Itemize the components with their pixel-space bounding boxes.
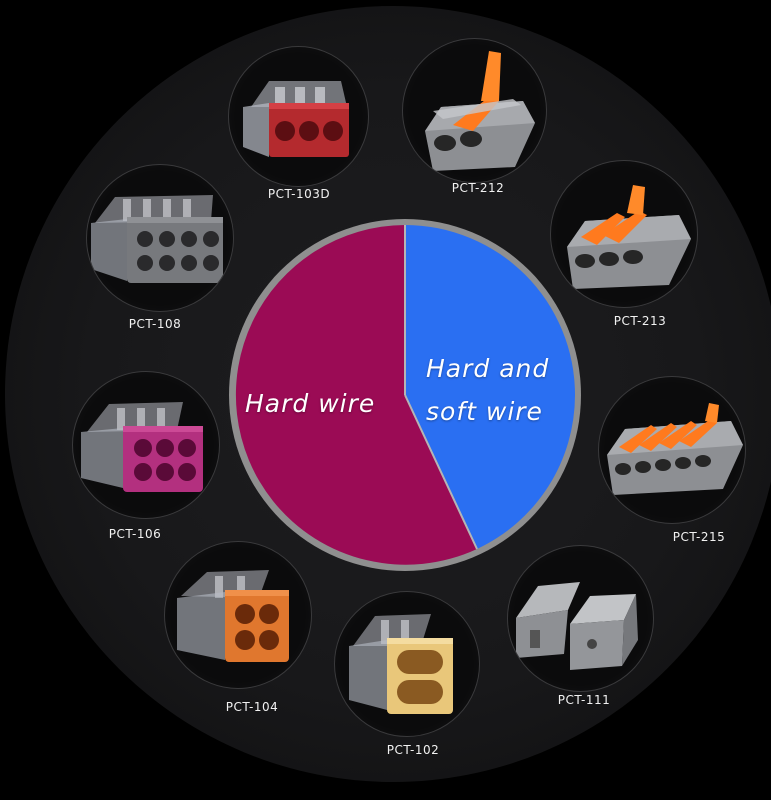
label-pct-102: PCT-102	[386, 743, 440, 757]
product-pct-212	[402, 38, 547, 183]
pie-slice-hard-and-soft-wire	[405, 225, 575, 549]
label-pct-213: PCT-213	[613, 314, 667, 328]
label-pct-104: PCT-104	[225, 700, 279, 714]
lever-connector-5-port-icon	[607, 403, 743, 495]
wire-type-pie: Hard wire Hard and soft wire	[225, 215, 585, 575]
pie-divider-bottom	[404, 394, 478, 550]
pie-label-hard-and-soft-line2: soft wire	[426, 397, 543, 426]
product-pct-103d	[228, 46, 369, 187]
pie-graphic	[229, 219, 581, 571]
label-pct-212: PCT-212	[451, 181, 505, 195]
lever-connector-2-port-icon	[425, 51, 535, 171]
pie-slice-hard-wire	[235, 225, 477, 565]
pie-label-hard-and-soft-line1: Hard and	[426, 354, 550, 383]
product-pct-106	[72, 371, 220, 519]
label-pct-106: PCT-106	[108, 527, 162, 541]
label-pct-108: PCT-108	[128, 317, 182, 331]
product-pct-108	[86, 164, 234, 312]
gray-push-in-connector-8-port-icon	[91, 195, 223, 283]
magenta-push-in-connector-icon	[81, 402, 203, 492]
lever-connector-3-port-icon	[567, 185, 691, 289]
product-pct-102	[334, 591, 480, 737]
label-pct-215: PCT-215	[672, 530, 726, 544]
red-push-in-connector-icon	[243, 81, 349, 157]
label-pct-103d: PCT-103D	[267, 187, 331, 201]
gray-inline-connector-icon	[516, 582, 638, 670]
product-pct-213	[550, 160, 698, 308]
product-pct-215	[598, 376, 746, 524]
product-pct-111	[507, 545, 654, 692]
pie-label-hard-wire: Hard wire	[245, 389, 376, 418]
product-pct-104	[164, 541, 312, 689]
label-pct-111: PCT-111	[557, 693, 611, 707]
yellow-push-in-connector-icon	[349, 614, 453, 714]
orange-push-in-connector-icon	[177, 570, 289, 662]
